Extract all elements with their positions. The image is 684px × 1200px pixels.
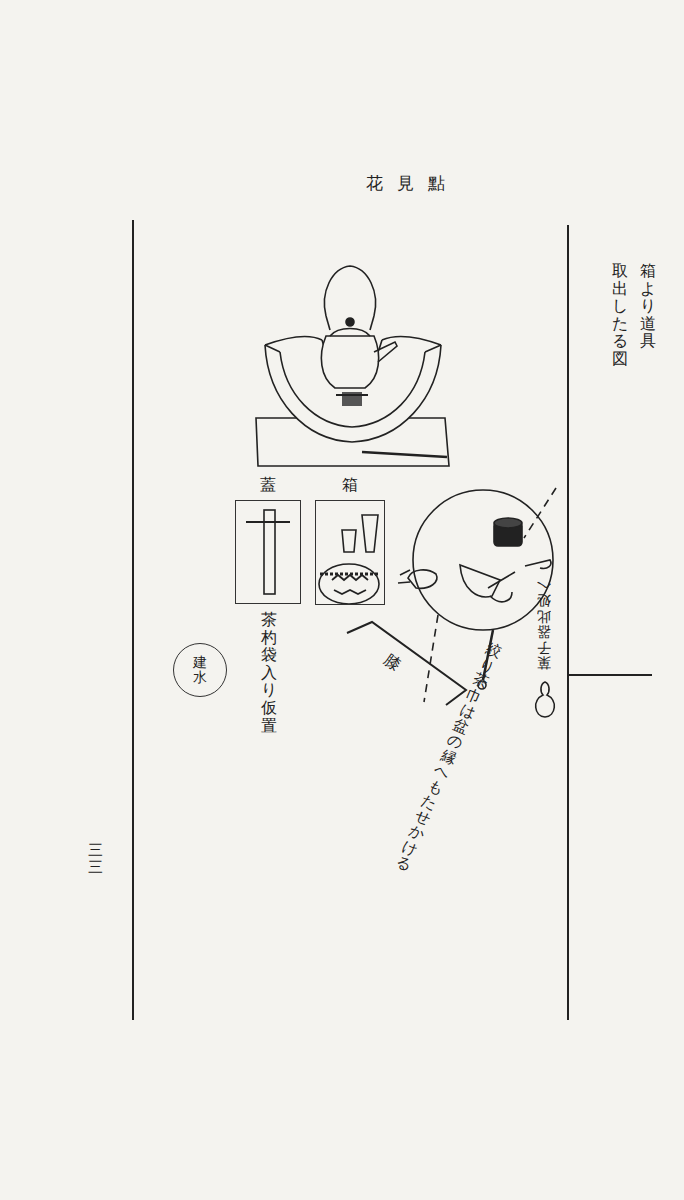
box-frame: 箱 xyxy=(315,500,385,605)
page-number: 三三 xyxy=(88,842,103,875)
page-title: 花見點 xyxy=(366,172,459,195)
lid-box: 蓋 xyxy=(235,500,301,604)
waste-bowl-circle: 建水 xyxy=(173,643,227,697)
placement-note: 茶杓袋入り仮置 xyxy=(261,611,277,734)
figure-note: 箱より道具 xyxy=(640,262,656,350)
node-text: 建水 xyxy=(193,655,207,686)
box-heading: 箱 xyxy=(316,475,384,496)
sweets-note: 菓子器此処へ xyxy=(537,578,551,670)
instruction-note: 絞り茶巾は盆の縁へもたせかける xyxy=(393,640,504,874)
figure-note: 取出したる図 xyxy=(612,262,628,368)
knee-label: 膝 xyxy=(380,650,405,676)
box-heading: 蓋 xyxy=(236,475,300,496)
